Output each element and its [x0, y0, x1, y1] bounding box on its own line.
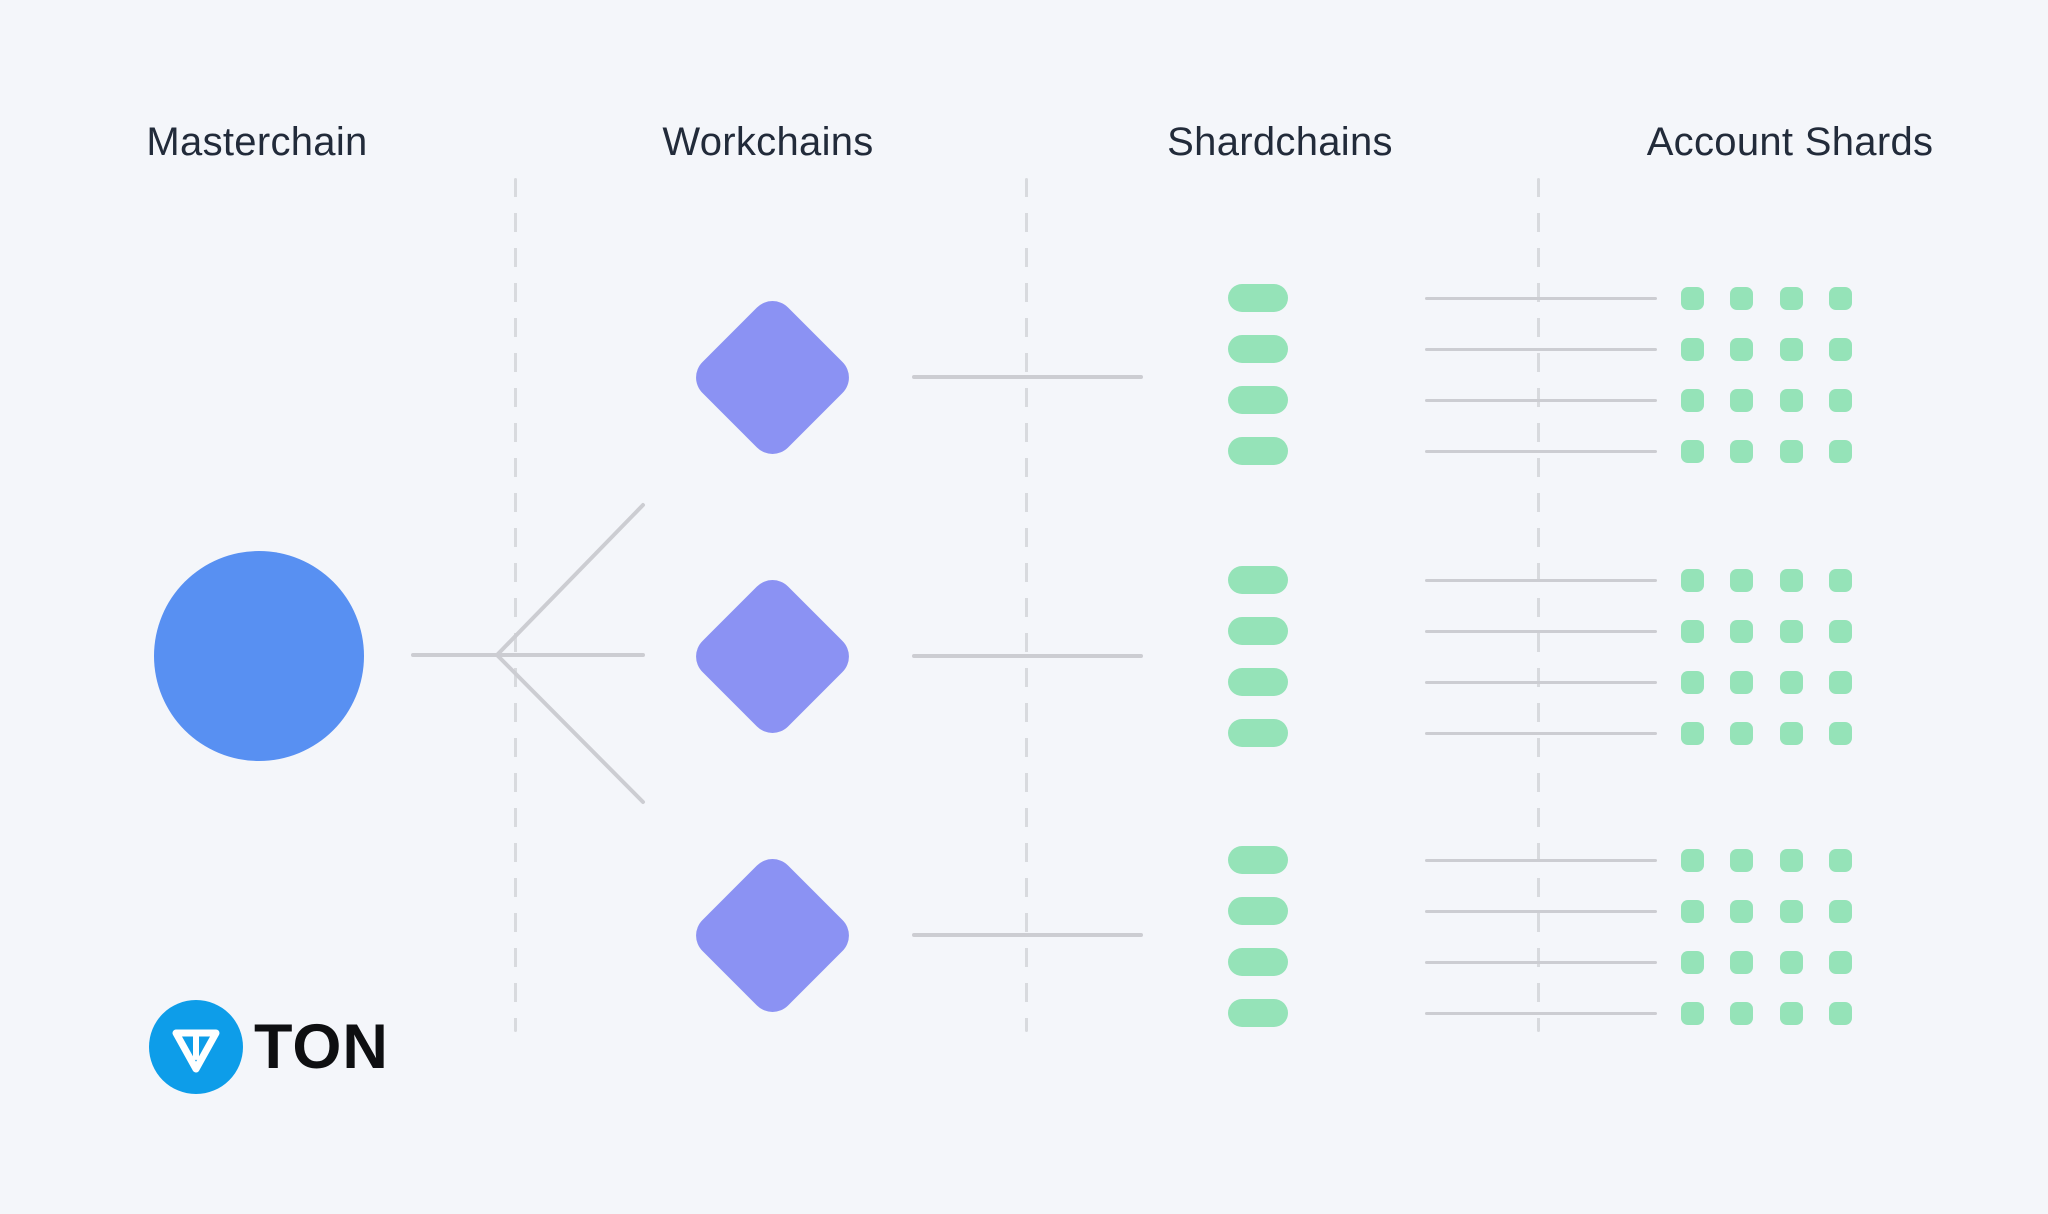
column-title-shardchains: Shardchains	[1167, 120, 1393, 164]
account-shard-cell	[1730, 899, 1753, 923]
masterchain-branch-connector	[411, 503, 645, 804]
column-separator-1	[514, 178, 517, 1032]
account-shard-cell	[1680, 619, 1704, 643]
shardchain-to-account-line	[1425, 909, 1657, 913]
account-shard-cell	[1680, 721, 1704, 745]
account-shard-cell	[1730, 619, 1753, 643]
workchain-to-shardchain-line	[912, 933, 1143, 937]
shardchain-block	[1228, 566, 1288, 594]
account-shard-cell	[1829, 568, 1852, 592]
shardchain-block	[1228, 668, 1288, 696]
account-shard-cell	[1730, 848, 1753, 872]
account-shard-cell	[1779, 619, 1803, 643]
shardchain-to-account-line	[1425, 296, 1657, 300]
shardchain-block	[1228, 437, 1288, 465]
shardchain-to-account-line	[1425, 578, 1657, 582]
account-shard-cell	[1779, 721, 1803, 745]
account-shard-cell	[1779, 337, 1803, 361]
column-title-masterchain: Masterchain	[146, 120, 368, 164]
workchain-to-shardchain-line	[912, 654, 1143, 658]
shardchain-to-account-line	[1425, 960, 1657, 964]
shardchain-block	[1228, 999, 1288, 1027]
account-shard-cell	[1829, 721, 1852, 745]
workchain-node	[686, 570, 858, 742]
shardchain-block	[1228, 719, 1288, 747]
column-separator-2	[1025, 178, 1028, 1032]
account-shard-cell	[1829, 619, 1852, 643]
account-shard-cell	[1779, 388, 1803, 412]
account-shard-cell	[1779, 848, 1803, 872]
column-title-account-shards: Account Shards	[1646, 120, 1934, 164]
account-shard-cell	[1730, 670, 1753, 694]
account-shard-cell	[1680, 568, 1704, 592]
shardchain-to-account-line	[1425, 449, 1657, 453]
account-shard-cell	[1779, 1001, 1803, 1025]
account-shard-cell	[1730, 439, 1753, 463]
account-shard-cell	[1829, 286, 1852, 310]
shardchain-block	[1228, 386, 1288, 414]
shardchain-to-account-line	[1425, 858, 1657, 862]
account-shard-cell	[1829, 848, 1852, 872]
account-shard-cell	[1730, 568, 1753, 592]
account-shard-cell	[1680, 388, 1704, 412]
account-shard-cell	[1730, 1001, 1753, 1025]
column-separator-3	[1537, 178, 1540, 1032]
workchain-to-shardchain-line	[912, 375, 1143, 379]
account-shard-cell	[1829, 950, 1852, 974]
account-shard-cell	[1680, 670, 1704, 694]
shardchain-block	[1228, 617, 1288, 645]
shardchain-to-account-line	[1425, 680, 1657, 684]
ton-logo: TON	[149, 1000, 389, 1094]
shardchain-to-account-line	[1425, 731, 1657, 735]
account-shard-cell	[1680, 439, 1704, 463]
account-shard-cell	[1829, 670, 1852, 694]
account-shard-cell	[1730, 388, 1753, 412]
column-title-workchains: Workchains	[662, 120, 874, 164]
account-shard-cell	[1680, 950, 1704, 974]
account-shard-cell	[1779, 670, 1803, 694]
shardchain-block	[1228, 284, 1288, 312]
account-shard-cell	[1829, 337, 1852, 361]
shardchain-block	[1228, 897, 1288, 925]
workchain-node	[686, 849, 858, 1021]
account-shard-cell	[1730, 950, 1753, 974]
shardchain-to-account-line	[1425, 398, 1657, 402]
account-shard-cell	[1829, 388, 1852, 412]
shardchain-block	[1228, 335, 1288, 363]
account-shard-cell	[1779, 439, 1803, 463]
workchain-node	[686, 291, 858, 463]
shardchain-to-account-line	[1425, 347, 1657, 351]
account-shard-cell	[1680, 337, 1704, 361]
account-shard-cell	[1730, 337, 1753, 361]
masterchain-node	[154, 551, 364, 761]
account-shard-cell	[1680, 286, 1704, 310]
account-shard-cell	[1730, 286, 1753, 310]
account-shard-cell	[1779, 899, 1803, 923]
account-shard-cell	[1779, 950, 1803, 974]
account-shard-cell	[1829, 1001, 1852, 1025]
ton-logo-wordmark: TON	[254, 1012, 389, 1082]
account-shard-cell	[1730, 721, 1753, 745]
shardchain-to-account-line	[1425, 1011, 1657, 1015]
shardchain-block	[1228, 846, 1288, 874]
shardchain-to-account-line	[1425, 629, 1657, 633]
ton-logo-icon	[149, 1000, 243, 1094]
account-shard-cell	[1779, 568, 1803, 592]
account-shard-cell	[1779, 286, 1803, 310]
account-shard-cell	[1680, 899, 1704, 923]
account-shard-cell	[1680, 1001, 1704, 1025]
account-shard-cell	[1829, 439, 1852, 463]
account-shard-cell	[1680, 848, 1704, 872]
shardchain-block	[1228, 948, 1288, 976]
account-shard-cell	[1829, 899, 1852, 923]
